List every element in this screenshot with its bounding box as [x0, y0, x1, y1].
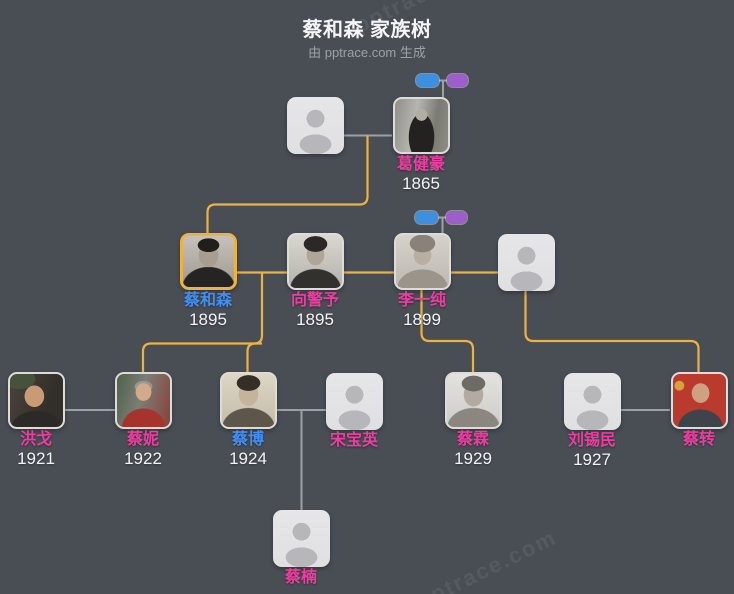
- photo-cai-ni[interactable]: [114, 372, 172, 429]
- person-name: 宋宝英: [329, 432, 378, 449]
- person-year: 1899: [403, 310, 441, 329]
- person-node-hong-ge[interactable]: 洪戈 1921: [0, 372, 81, 468]
- person-name: 洪戈: [19, 431, 52, 448]
- person-name: 蔡妮: [126, 431, 159, 448]
- person-name: 蔡转: [682, 431, 715, 448]
- page-subtitle: 由 pptrace.com 生成: [308, 45, 426, 60]
- photo-li-yichun[interactable]: [393, 233, 451, 290]
- photo-cai-lin[interactable]: [444, 372, 502, 429]
- photo-placeholder-unknown-father[interactable]: [286, 97, 344, 154]
- person-year: 1865: [402, 174, 440, 193]
- connector-child-cailin: [420, 290, 475, 373]
- person-year: 1929: [454, 449, 492, 468]
- connector-parents-to-caihesen: [206, 135, 369, 234]
- photo-hong-ge[interactable]: [7, 372, 65, 429]
- person-year: 1921: [17, 449, 55, 468]
- person-name: 向警予: [290, 292, 339, 309]
- connector-children-caibo: [246, 342, 262, 373]
- person-node-cai-zhuan[interactable]: 蔡转: [654, 372, 734, 449]
- person-name: 蔡博: [231, 431, 264, 448]
- person-name: 刘锡民: [567, 432, 616, 449]
- photo-ge-jianhao[interactable]: [392, 97, 450, 154]
- photo-placeholder-unknown-spouse[interactable]: [497, 234, 555, 291]
- person-year: 1927: [573, 450, 611, 469]
- add-mother-button[interactable]: [446, 211, 467, 224]
- person-node-cai-bo[interactable]: 蔡博 1924: [203, 372, 293, 468]
- photo-placeholder-liu-ximin[interactable]: [563, 373, 621, 430]
- person-node-liu-ximin[interactable]: 刘锡民 1927: [547, 373, 637, 469]
- person-node-li-yichun[interactable]: 李一纯 1899: [377, 233, 467, 329]
- photo-cai-zhuan[interactable]: [670, 372, 728, 429]
- photo-cai-hesen[interactable]: [179, 233, 237, 290]
- person-name: 蔡和森: [183, 292, 232, 309]
- person-node-cai-ni[interactable]: 蔡妮 1922: [98, 372, 188, 468]
- person-year: 1895: [296, 310, 334, 329]
- photo-placeholder-cai-nan[interactable]: [272, 510, 330, 567]
- person-node-unknown-spouse[interactable]: [481, 234, 571, 291]
- photo-xiang-jingyu[interactable]: [286, 233, 344, 290]
- connector-children-caini: [141, 272, 264, 373]
- person-name: 蔡楠: [284, 569, 317, 586]
- person-node-cai-lin[interactable]: 蔡霖 1929: [428, 372, 518, 468]
- person-node-cai-hesen[interactable]: 蔡和森 1895: [163, 233, 253, 329]
- person-node-xiang-jingyu[interactable]: 向警予 1895: [270, 233, 360, 329]
- person-name: 蔡霖: [456, 431, 489, 448]
- person-node-unknown-father[interactable]: [270, 97, 360, 154]
- photo-placeholder-song-baoying[interactable]: [325, 373, 383, 430]
- person-year: 1922: [124, 449, 162, 468]
- person-name: 葛健豪: [396, 156, 445, 173]
- person-name: 李一纯: [397, 292, 446, 309]
- page-title: 蔡和森 家族树: [302, 19, 432, 41]
- add-father-button[interactable]: [415, 211, 438, 224]
- person-year: 1895: [189, 310, 227, 329]
- add-mother-button[interactable]: [447, 74, 468, 87]
- person-year: 1924: [229, 449, 267, 468]
- add-father-button[interactable]: [416, 74, 439, 87]
- person-node-song-baoying[interactable]: 宋宝英: [309, 373, 399, 450]
- connector-pill-gen1: [439, 79, 448, 98]
- person-node-ge-jianhao[interactable]: 葛健豪 1865: [376, 97, 466, 193]
- person-node-cai-nan[interactable]: 蔡楠: [256, 510, 346, 587]
- connector-child-caizhuan: [524, 290, 700, 373]
- photo-cai-bo[interactable]: [219, 372, 277, 429]
